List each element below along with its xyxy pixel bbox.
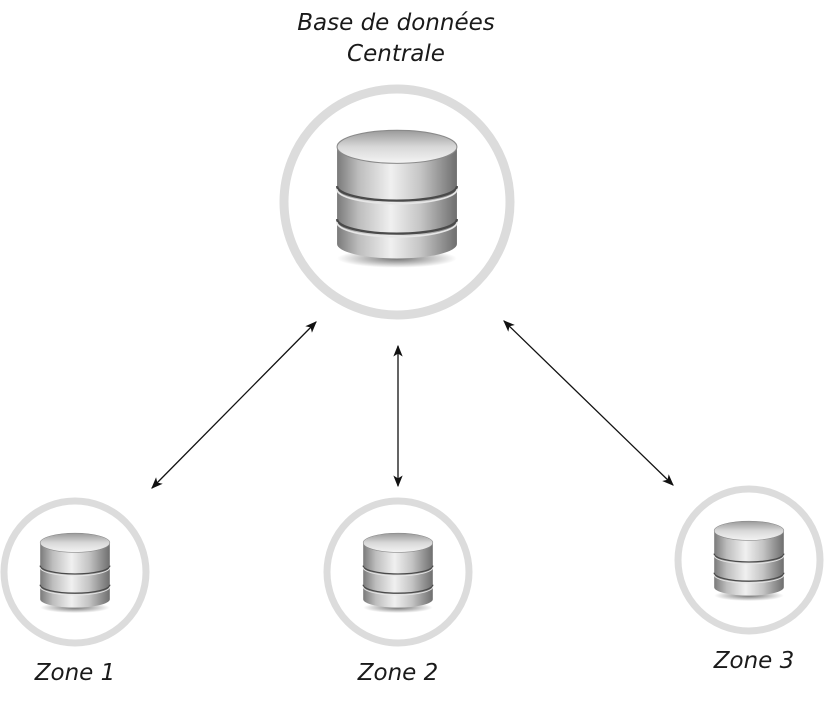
zone-1-label: Zone 1 (34, 660, 116, 686)
central-database-node (279, 84, 515, 320)
database-icon (335, 129, 459, 268)
central-title-line-2: Centrale (347, 41, 445, 67)
database-icon (713, 520, 785, 601)
connection-arrow-zone-3 (503, 320, 674, 486)
database-icon (362, 532, 434, 613)
zone-2-label: Zone 2 (357, 660, 439, 686)
central-database-title: Base de données Centrale (246, 8, 546, 70)
zone-3-node (674, 485, 824, 635)
central-title-line-1: Base de données (297, 10, 495, 36)
zone-3-label: Zone 3 (713, 648, 795, 674)
zone-1-node (0, 497, 150, 647)
database-icon (39, 532, 111, 613)
zone-2-node (323, 497, 473, 647)
connection-arrow-zone-1 (151, 321, 317, 489)
